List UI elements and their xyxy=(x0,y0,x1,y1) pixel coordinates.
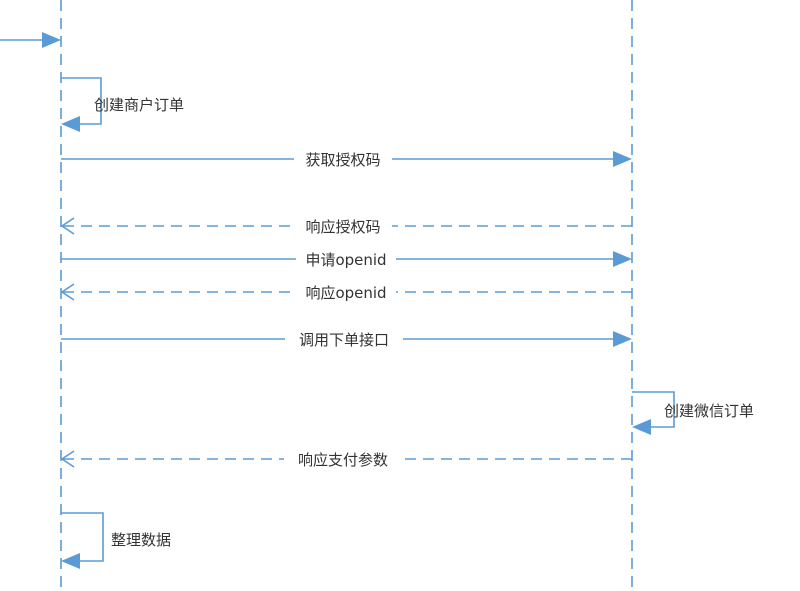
label-organize-data: 整理数据 xyxy=(111,531,171,549)
label-get-auth-code: 获取授权码 xyxy=(305,151,380,169)
label-call-order-api: 调用下单接口 xyxy=(299,331,389,349)
message-request-openid-arrowhead xyxy=(613,251,632,267)
message-call-order-api-arrowhead xyxy=(613,331,632,347)
self-loop-create-merchant-order xyxy=(61,77,102,125)
message-respond-payment-params-arrowhead xyxy=(60,450,75,468)
label-respond-openid: 响应openid xyxy=(305,284,386,302)
self-loop-create-wechat-order-arrowhead xyxy=(632,419,651,435)
self-loop-organize-data-arrowhead xyxy=(61,553,80,569)
label-respond-payment-params: 响应支付参数 xyxy=(298,451,388,469)
label-create-merchant-order: 创建商户订单 xyxy=(94,96,184,114)
message-respond-openid-arrowhead xyxy=(60,283,75,301)
label-request-openid: 申请openid xyxy=(305,251,386,269)
message-respond-auth-code-arrowhead xyxy=(60,217,75,235)
label-respond-auth-code: 响应授权码 xyxy=(305,218,380,236)
label-bg-respond-auth-code xyxy=(294,216,392,236)
self-loop-organize-data xyxy=(61,512,104,562)
label-bg-request-openid xyxy=(296,249,396,269)
label-bg-respond-payment-params xyxy=(284,449,402,469)
label-create-wechat-order: 创建微信订单 xyxy=(664,402,754,420)
label-bg-get-auth-code xyxy=(294,149,392,169)
self-loop-create-merchant-order-arrowhead xyxy=(61,116,80,132)
self-loop-create-wechat-order xyxy=(632,391,675,428)
label-bg-respond-openid xyxy=(296,282,396,302)
incoming-arrowhead xyxy=(42,32,61,48)
message-get-auth-code-arrowhead xyxy=(613,151,632,167)
label-bg-call-order-api xyxy=(285,329,403,349)
